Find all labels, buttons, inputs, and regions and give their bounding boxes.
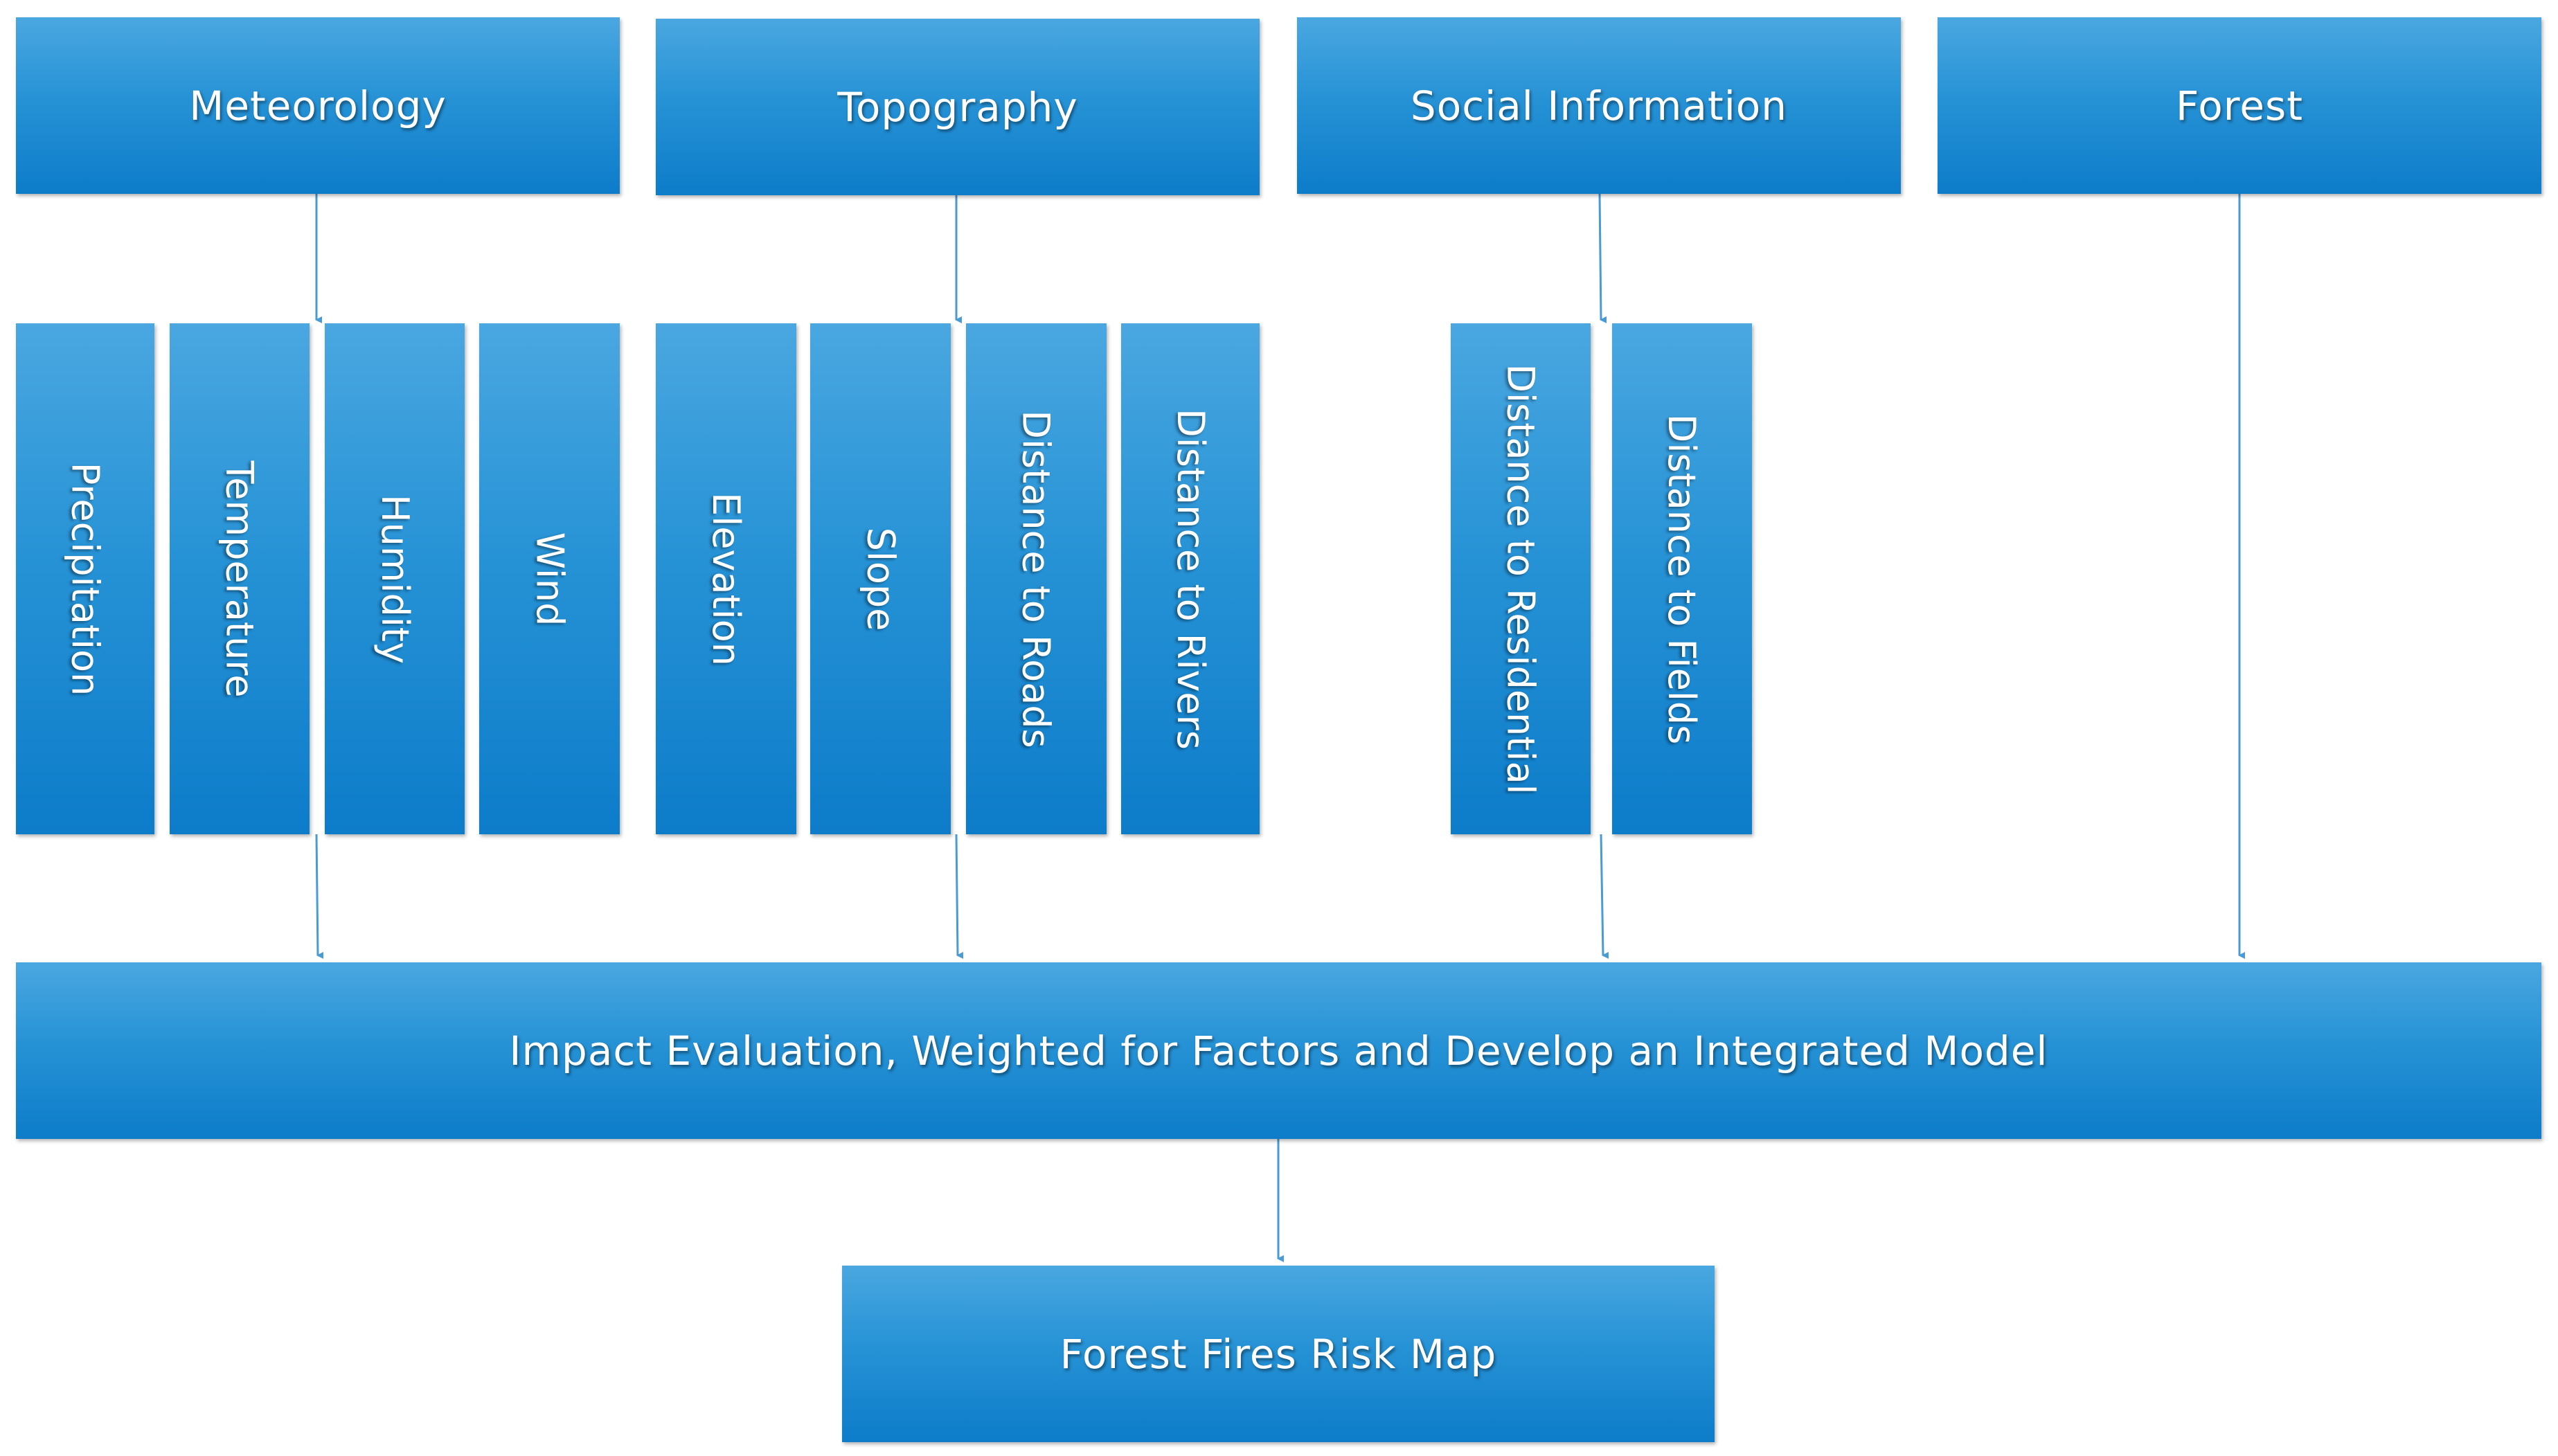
arrow-social-factors-to-model	[1600, 834, 1609, 959]
arrow-topography-factors-to-model	[955, 834, 964, 959]
factor-label: Temperature	[217, 460, 262, 698]
category-label: Social Information	[1410, 82, 1788, 129]
factor-box-distance-to-fields: Distance to Fields	[1612, 323, 1752, 834]
category-label: Forest	[2176, 82, 2303, 129]
factor-box-humidity: Humidity	[325, 323, 465, 834]
factor-label: Slope	[858, 527, 902, 631]
factor-label: Humidity	[373, 494, 417, 664]
factor-box-distance-to-residential: Distance to Residential	[1451, 323, 1591, 834]
factor-box-slope: Slope	[810, 323, 951, 834]
category-label: Meteorology	[189, 82, 447, 129]
arrow-meteorology-factors-to-model	[315, 834, 324, 959]
factor-box-temperature: Temperature	[170, 323, 310, 834]
risk-map-output-label: Forest Fires Risk Map	[1059, 1330, 1497, 1378]
factor-box-precipitation: Precipitation	[16, 323, 154, 834]
category-box-topography: Topography	[656, 19, 1260, 195]
factor-label: Distance to Residential	[1499, 363, 1543, 795]
category-label: Topography	[837, 83, 1078, 131]
category-box-meteorology: Meteorology	[16, 17, 620, 194]
factor-box-distance-to-rivers: Distance to Rivers	[1121, 323, 1260, 834]
factor-label: Precipitation	[63, 462, 107, 696]
factor-label: Distance to Fields	[1660, 413, 1704, 744]
category-box-social-information: Social Information	[1297, 17, 1901, 194]
factor-label: Elevation	[704, 492, 748, 666]
factor-box-elevation: Elevation	[656, 323, 796, 834]
arrow-social-to-factors	[1598, 193, 1607, 323]
factor-box-distance-to-roads: Distance to Roads	[966, 323, 1107, 834]
factor-label: Distance to Rivers	[1168, 408, 1213, 750]
integrated-model-label: Impact Evaluation, Weighted for Factors …	[509, 1027, 2048, 1075]
integrated-model-box: Impact Evaluation, Weighted for Factors …	[16, 962, 2541, 1139]
risk-map-output-box: Forest Fires Risk Map	[842, 1266, 1715, 1442]
factor-label: Distance to Roads	[1014, 409, 1059, 748]
factor-box-wind: Wind	[479, 323, 620, 834]
factor-label: Wind	[528, 532, 571, 626]
category-box-forest: Forest	[1938, 17, 2541, 194]
